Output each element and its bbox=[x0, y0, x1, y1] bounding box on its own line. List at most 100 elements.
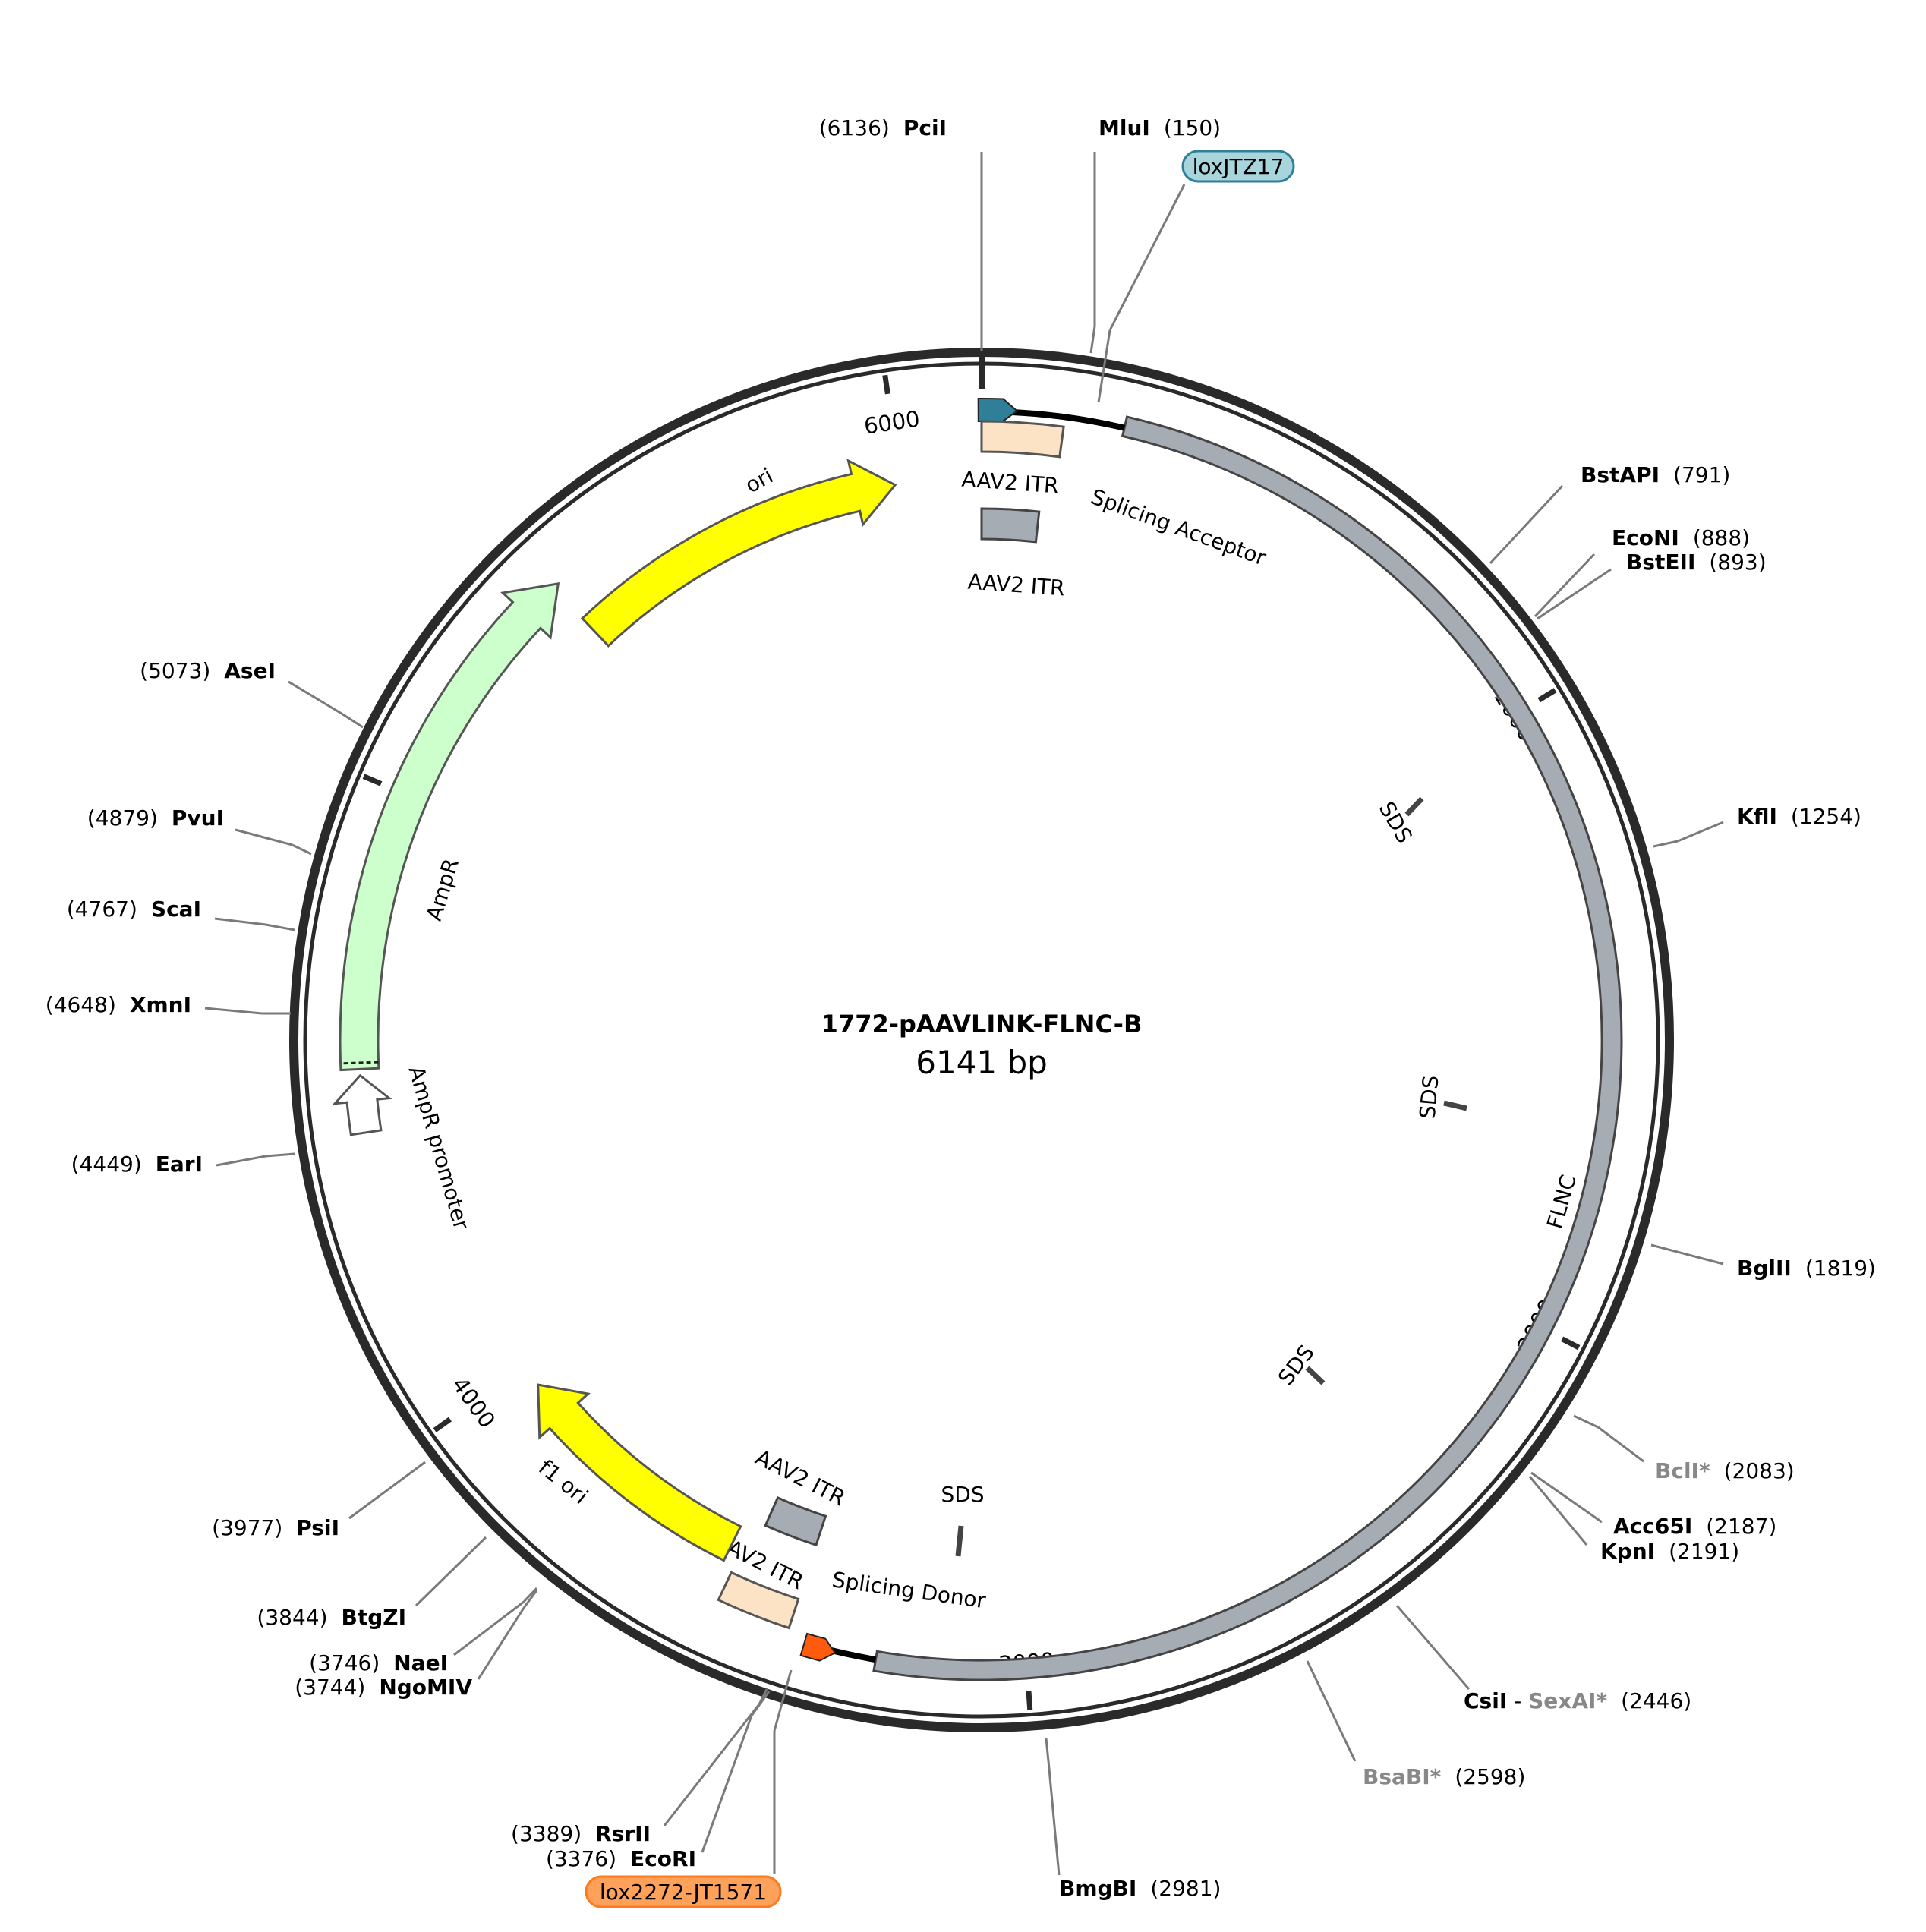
sds-mark-1 bbox=[1404, 796, 1424, 817]
aav2-itr-bottom-gray-label: AAV2 ITR bbox=[752, 1445, 850, 1511]
tick-mark-2000 bbox=[1560, 1336, 1581, 1351]
ampr-divider bbox=[340, 1061, 379, 1065]
site-bstapi-position: (791) bbox=[1673, 462, 1730, 487]
site-scai-position: (4767) bbox=[67, 897, 137, 922]
site-bstapi-name: BstAPI bbox=[1581, 462, 1660, 487]
site-econi-leader bbox=[1534, 553, 1596, 618]
site-kpni: KpnI(2191) bbox=[1528, 1476, 1739, 1564]
plasmid-name: 1772-pAAVLINK-FLNC-B bbox=[821, 1010, 1143, 1038]
site-pcii-label: (6136)PciI bbox=[819, 115, 947, 140]
tick-label-6000: 6000 bbox=[862, 405, 922, 439]
site-acc65i-label: Acc65I(2187) bbox=[1613, 1514, 1776, 1539]
site-econi: EcoNI(888) bbox=[1534, 525, 1750, 618]
site-ecori-label: (3376)EcoRI bbox=[546, 1846, 696, 1871]
site-rsrii-position: (3389) bbox=[511, 1821, 582, 1846]
site-bmgbi-position: (2981) bbox=[1150, 1876, 1221, 1901]
sds-label-3: SDS bbox=[1273, 1341, 1319, 1390]
site-pvui-name: PvuI bbox=[172, 805, 224, 830]
site-rsrii-label: (3389) RsrII bbox=[511, 1821, 651, 1846]
site-asei-position: (5073) bbox=[140, 658, 210, 683]
site-naei-name: NaeI bbox=[393, 1650, 448, 1675]
site-kfli-label: KflI (1254) bbox=[1737, 804, 1861, 829]
lox2272-label: lox2272-JT1571 bbox=[600, 1880, 767, 1905]
site-scai-leader bbox=[265, 923, 295, 931]
site-eari: (4449) EarI bbox=[71, 1152, 295, 1177]
site-eari-name: EarI bbox=[156, 1152, 203, 1177]
lox2272-callout: lox2272-JT1571 bbox=[585, 1669, 793, 1908]
site-mlui-position: (150) bbox=[1164, 115, 1221, 140]
site-bsabi: BsaBI*(2598) bbox=[1306, 1660, 1525, 1789]
site-rsrii: (3389) RsrII bbox=[511, 1688, 768, 1846]
site-scai-name: ScaI bbox=[151, 897, 201, 922]
site-bcli-leader bbox=[1573, 1414, 1599, 1429]
site-bsteii-position: (893) bbox=[1709, 550, 1766, 575]
site-mlui-name: MluI bbox=[1099, 115, 1150, 140]
site-bstapi-leader bbox=[1489, 484, 1564, 565]
site-xmni-leader bbox=[204, 1007, 263, 1015]
site-pvui: (4879) PvuI bbox=[87, 805, 312, 856]
site-btgzi-label: (3844)BtgZI bbox=[257, 1605, 406, 1630]
site-csii-sexai: CsiI - SexAI*(2446) bbox=[1395, 1605, 1691, 1713]
lox2272-leader bbox=[773, 1669, 793, 1732]
site-bsabi-position: (2598) bbox=[1455, 1764, 1525, 1789]
site-bmgbi-leader bbox=[1045, 1738, 1051, 1770]
site-kpni-label: KpnI(2191) bbox=[1600, 1539, 1739, 1564]
site-ecori: (3376)EcoRI bbox=[546, 1691, 771, 1871]
site-ecori-leader bbox=[750, 1691, 771, 1716]
site-psii-position: (3977) bbox=[212, 1515, 282, 1540]
site-btgzi: (3844)BtgZI bbox=[257, 1536, 487, 1630]
site-pvui-position: (4879) bbox=[87, 805, 158, 830]
site-kpni-leader bbox=[1528, 1476, 1588, 1546]
site-btgzi-position: (3844) bbox=[257, 1605, 327, 1630]
site-ngomiv-position: (3744) bbox=[295, 1675, 365, 1700]
site-ecori-leader bbox=[701, 1715, 753, 1853]
site-bcli-label: BclI*(2083) bbox=[1655, 1458, 1795, 1483]
site-kfli-name: KflI bbox=[1737, 804, 1777, 829]
site-ecori-position: (3376) bbox=[546, 1846, 616, 1871]
site-mlui: MluI (150) bbox=[1089, 115, 1221, 354]
ori-feature bbox=[580, 459, 897, 648]
site-psii: (3977)PsiI bbox=[212, 1461, 426, 1540]
site-eari-label: (4449) EarI bbox=[71, 1152, 203, 1177]
sds-mark-4 bbox=[955, 1525, 964, 1557]
splicing-acceptor-label: Splicing Acceptor bbox=[1088, 484, 1270, 571]
site-sexai-name: SexAI* bbox=[1528, 1688, 1607, 1713]
site-naei: (3746)NaeI bbox=[309, 1587, 538, 1675]
site-acc65i-name: Acc65I bbox=[1613, 1514, 1692, 1539]
ampr-promoter-label: AmpR promoter bbox=[403, 1064, 474, 1233]
site-eari-position: (4449) bbox=[71, 1152, 142, 1177]
site-acc65i-leader bbox=[1530, 1471, 1603, 1524]
site-bsteii-label: BstEII(893) bbox=[1626, 550, 1767, 575]
site-econi-name: EcoNI bbox=[1612, 525, 1679, 550]
site-bmgbi-leader bbox=[1048, 1768, 1061, 1876]
site-eari-leader bbox=[216, 1155, 266, 1167]
site-xmni: (4648) XmnI bbox=[46, 992, 291, 1017]
site-psii-label: (3977)PsiI bbox=[212, 1515, 339, 1540]
sds-label-4: SDS bbox=[941, 1482, 984, 1507]
splicing-donor-label: Splicing Donor bbox=[831, 1567, 988, 1613]
site-bcli: BclI*(2083) bbox=[1573, 1414, 1795, 1483]
site-rsrii-name: RsrII bbox=[595, 1821, 651, 1846]
site-xmni-name: XmnI bbox=[130, 992, 191, 1017]
site-xmni-position: (4648) bbox=[46, 992, 116, 1017]
tick-label-4000: 4000 bbox=[447, 1373, 501, 1433]
site-bglii-name: BglII bbox=[1737, 1256, 1792, 1281]
site-bsteii: BstEII(893) bbox=[1537, 550, 1767, 620]
site-csii-leader bbox=[1395, 1605, 1471, 1690]
ampr-promoter-feature bbox=[332, 1073, 392, 1136]
flnc-feature bbox=[872, 415, 1623, 1681]
site-bcli-position: (2083) bbox=[1724, 1458, 1795, 1483]
site-kfli-position: (1254) bbox=[1791, 804, 1861, 829]
site-ngomiv-label: (3744)NgoMIV bbox=[295, 1675, 472, 1700]
site-asei-label: (5073) AseI bbox=[140, 658, 276, 683]
site-bmgbi: BmgBI(2981) bbox=[1045, 1738, 1221, 1901]
site-naei-leader bbox=[453, 1600, 525, 1656]
site-asei-name: AseI bbox=[224, 658, 276, 683]
site-rsrii-leader bbox=[663, 1704, 761, 1826]
site-ngomiv-leader bbox=[522, 1590, 538, 1609]
aav2-itr-bottom-peach bbox=[717, 1571, 800, 1630]
site-acc65i: Acc65I(2187) bbox=[1530, 1471, 1776, 1539]
site-pvui-leader bbox=[235, 828, 293, 846]
